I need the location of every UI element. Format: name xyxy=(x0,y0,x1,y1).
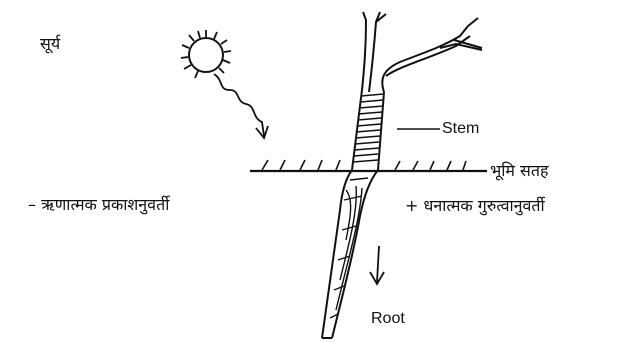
plant-branches xyxy=(362,12,482,92)
negative-phototropism-label: – ऋणात्मक प्रकाशनुवर्ती xyxy=(28,197,169,213)
ground-surface-label: भूमि सतह xyxy=(490,163,548,179)
root-hatching xyxy=(330,178,368,318)
gravity-arrow xyxy=(370,246,384,284)
light-ray-arrow xyxy=(214,74,268,138)
stem-label: Stem xyxy=(442,121,479,137)
sun-label: सूर्य xyxy=(40,36,60,52)
ground-surface-line xyxy=(250,160,487,171)
positive-geotropism-label: + धनात्मक गुरुत्वानुवर्ती xyxy=(405,198,545,214)
sun-icon xyxy=(181,30,231,78)
plant-root xyxy=(322,170,378,338)
plant-stem xyxy=(352,90,384,170)
sun-disc xyxy=(189,38,223,72)
root-label: Root xyxy=(371,311,405,327)
